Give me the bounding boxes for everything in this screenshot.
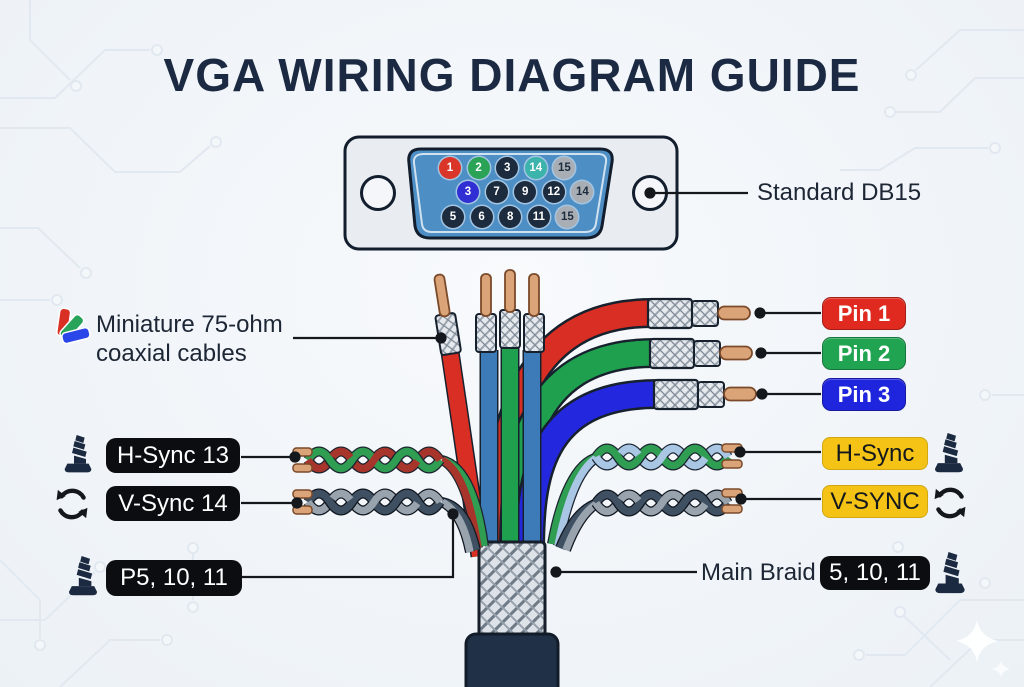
standard-db15-label: Standard DB15 <box>757 179 922 206</box>
cable-jacket <box>464 632 560 687</box>
coax-red <box>483 298 653 553</box>
main-braid-shield <box>477 540 547 642</box>
hsync-13-badge: H-Sync 13 <box>106 438 240 473</box>
twisted-pair-vsync-left <box>292 488 481 554</box>
connector-d-face <box>407 147 614 240</box>
twisted-pair-vsync-right <box>555 488 743 552</box>
vsync-14-badge: V-Sync 14 <box>106 486 240 521</box>
main-braid-label: Main Braid <box>701 559 816 586</box>
coax-label-line1: Miniature 75-ohm <box>96 311 283 338</box>
hsync-right-badge: H-Sync <box>822 437 928 470</box>
callout-lines <box>241 187 821 579</box>
coax-cables-label: Miniature 75-ohm coaxial cables <box>96 310 283 368</box>
twisted-pair-hsync-right <box>547 443 743 547</box>
p5-10-11-badge: P5, 10, 11 <box>106 560 242 596</box>
coax-stripped-ends <box>646 297 757 411</box>
coax-label-line2: coaxial cables <box>96 340 247 367</box>
sparkle-decoration <box>956 620 1010 678</box>
stripped-tips <box>433 269 545 356</box>
page-title: VGA WIRING DIAGRAM GUIDE <box>163 49 861 101</box>
db15-connector-illustration <box>343 135 679 251</box>
pin3-badge: Pin 3 <box>822 378 906 411</box>
main-braid-pins-badge: 5, 10, 11 <box>820 556 930 590</box>
pin2-badge: Pin 2 <box>822 337 906 370</box>
vsync-right-badge: V-SYNC <box>822 485 928 518</box>
screw-hole-left <box>360 175 396 211</box>
pin1-badge: Pin 1 <box>822 297 906 330</box>
